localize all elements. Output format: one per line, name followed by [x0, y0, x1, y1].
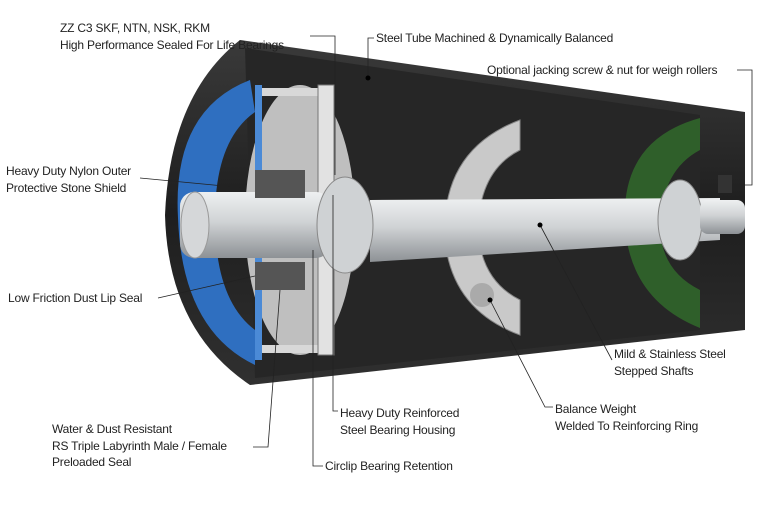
- label-housing-line2: Steel Bearing Housing: [340, 422, 456, 437]
- labyrinth-seal-top: [255, 170, 305, 198]
- balance-weight: [470, 283, 494, 307]
- label-housing-line1: Heavy Duty Reinforced: [340, 406, 460, 420]
- label-stone-shield-line2: Protective Stone Shield: [6, 180, 127, 195]
- right-shield: [624, 118, 700, 328]
- label-bearings: ZZ C3 SKF, NTN, NSK, RKM High Performanc…: [60, 20, 284, 53]
- label-shafts-line2: Stepped Shafts: [614, 363, 694, 378]
- label-dust-lip-seal: Low Friction Dust Lip Seal: [8, 291, 143, 305]
- label-stone-shield-line1: Heavy Duty Nylon Outer: [6, 164, 131, 178]
- leader-lines: [139, 35, 753, 467]
- label-jacking-screw: Optional jacking screw & nut for weigh r…: [487, 63, 718, 77]
- label-steel-tube: Steel Tube Machined & Dynamically Balanc…: [376, 31, 614, 45]
- label-bearings-line2: High Performance Sealed For Life Bearing…: [60, 37, 284, 52]
- label-bearings-line1: ZZ C3 SKF, NTN, NSK, RKM: [60, 21, 210, 35]
- label-labyrinth-seal: Water & Dust Resistant RS Triple Labyrin…: [52, 421, 227, 471]
- label-labyrinth-line1: Water & Dust Resistant: [52, 422, 172, 436]
- label-shafts: Mild & Stainless Steel Stepped Shafts: [614, 346, 726, 379]
- label-balance-weight: Balance Weight Welded To Reinforcing Rin…: [555, 401, 698, 434]
- label-shafts-line1: Mild & Stainless Steel: [614, 347, 726, 361]
- reinforcing-ring: [444, 119, 521, 336]
- label-bearing-housing: Heavy Duty Reinforced Steel Bearing Hous…: [340, 405, 459, 438]
- label-labyrinth-line3: Preloaded Seal: [52, 455, 132, 469]
- label-labyrinth-line2: RS Triple Labyrinth Male / Female: [52, 438, 227, 453]
- stepped-shaft: [180, 176, 745, 274]
- label-circlip: Circlip Bearing Retention: [325, 459, 453, 473]
- jacking-screw: [718, 175, 732, 193]
- labyrinth-seal-bottom: [255, 262, 305, 290]
- label-stone-shield: Heavy Duty Nylon Outer Protective Stone …: [6, 163, 131, 196]
- leader-dots: [365, 75, 543, 303]
- label-balance-line1: Balance Weight: [555, 402, 637, 416]
- label-balance-line2: Welded To Reinforcing Ring: [555, 418, 699, 433]
